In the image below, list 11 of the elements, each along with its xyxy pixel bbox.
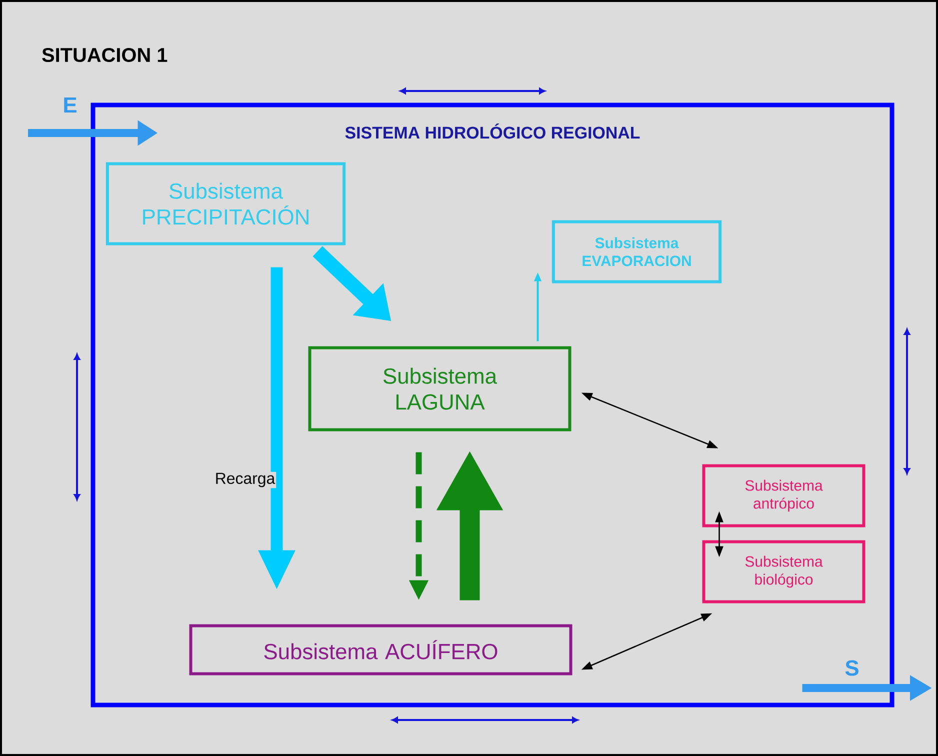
box-title: SISTEMA HIDROLÓGICO REGIONAL bbox=[345, 124, 640, 139]
heading: SITUACION 1 bbox=[42, 48, 168, 62]
subsystem-box: Subsistema LAGUNA bbox=[308, 346, 572, 432]
subsystem-box: Subsistema PRECIPITACIÓN bbox=[106, 162, 346, 246]
subsystem-box: Subsistema antrópico bbox=[702, 464, 866, 528]
subsystem-box: Subsistema EVAPORACION bbox=[552, 220, 722, 284]
edge-label: S bbox=[844, 659, 860, 677]
edge-label: Recarga bbox=[214, 472, 276, 488]
subsystem-box: Subsistema biológico bbox=[702, 540, 866, 604]
subsystem-box: Subsistema ACUÍFERO bbox=[189, 624, 572, 676]
edge-label: E bbox=[62, 96, 78, 114]
